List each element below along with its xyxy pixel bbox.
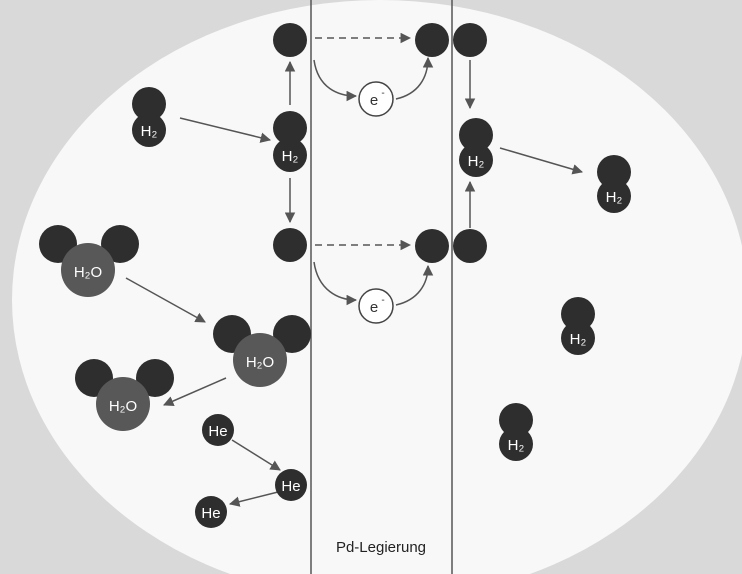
svg-text:He: He: [208, 423, 227, 440]
electron-path-top-in: [313, 59, 358, 102]
background-ellipse: [12, 0, 742, 574]
svg-text:-: -: [381, 295, 384, 306]
svg-text:H₂: H₂: [508, 437, 525, 454]
he-approach-arrow: [231, 439, 281, 471]
h2o-desorption-arrow: [163, 377, 227, 407]
h2o-molecule-feed: H₂O: [39, 225, 139, 297]
membrane-label: Pd-Legierung: [336, 539, 426, 556]
he-atom-surface: He: [275, 469, 307, 501]
h-atom-permeate-bottom-a: [415, 229, 449, 263]
he-atom-reflected: He: [195, 496, 227, 528]
svg-text:H₂O: H₂O: [246, 354, 274, 371]
h2o-molecule-adsorbed: H₂O: [213, 315, 311, 387]
electron-path-bottom-in: [313, 261, 358, 306]
h2o-molecule-released: H₂O: [75, 359, 174, 431]
svg-text:H₂: H₂: [282, 148, 299, 165]
electron-path-top-out: [395, 56, 434, 100]
he-reflect-arrow: [228, 491, 279, 507]
h2-molecule-feed: H₂: [132, 87, 166, 147]
svg-text:He: He: [281, 478, 300, 495]
svg-text:H₂O: H₂O: [74, 264, 102, 281]
h2-molecule-adsorbed: H₂: [273, 111, 307, 172]
reaction-arrows: [125, 60, 584, 507]
h-atom-permeate-bottom-b: [453, 229, 487, 263]
h-atom-feed-bottom: [273, 228, 307, 262]
svg-text:H₂: H₂: [468, 153, 485, 170]
svg-text:e: e: [370, 92, 378, 109]
svg-text:H₂: H₂: [606, 189, 623, 206]
membrane: Pd-Legierung: [310, 0, 453, 574]
h2-molecule-permeate-3: H₂: [499, 403, 533, 461]
h2o-adsorption-arrow: [125, 277, 206, 323]
electron-bottom: e -: [358, 288, 394, 324]
svg-text:He: He: [201, 505, 220, 522]
h2-desorption-arrow: [499, 147, 584, 175]
he-atom-incoming: He: [202, 414, 234, 446]
h-atom-permeate-top-a: [415, 23, 449, 57]
svg-text:e: e: [370, 299, 378, 316]
h2-molecule-permeate-2: H₂: [561, 297, 595, 355]
electron-top: e -: [358, 81, 394, 117]
h2-adsorption-arrow: [179, 117, 272, 143]
h-atom-permeate-top-b: [453, 23, 487, 57]
electron-path-bottom-out: [395, 264, 434, 306]
hydrogen-atoms: [273, 23, 487, 263]
h2-molecule-permeate-1: H₂: [597, 155, 631, 213]
h-atom-feed-top: [273, 23, 307, 57]
svg-text:H₂: H₂: [570, 331, 587, 348]
h2-molecule-recombined: H₂: [459, 118, 493, 177]
svg-text:H₂O: H₂O: [109, 398, 137, 415]
svg-text:H₂: H₂: [141, 123, 158, 140]
svg-text:-: -: [381, 88, 384, 99]
